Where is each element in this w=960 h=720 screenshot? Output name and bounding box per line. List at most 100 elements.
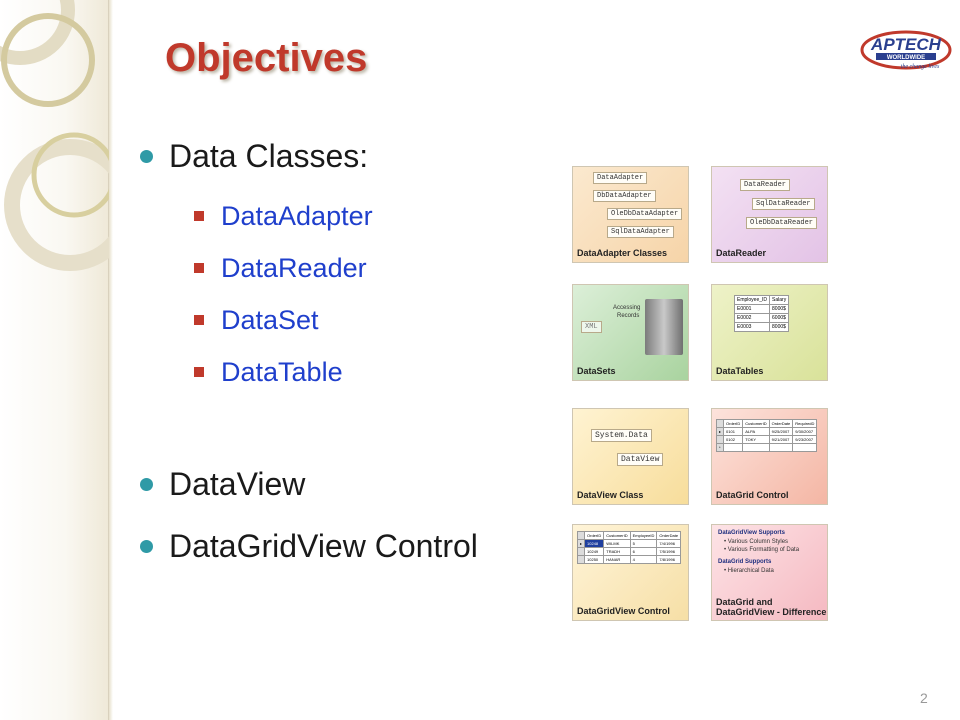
difference-item: • Various Column Styles bbox=[724, 539, 789, 545]
thumb-caption: DataGrid and DataGridView - Difference bbox=[716, 597, 827, 617]
table-cell: 9/21/2007 bbox=[768, 435, 794, 444]
table-cell: 5 bbox=[629, 539, 658, 548]
sub-bullet-dataset: DataSet bbox=[194, 294, 478, 346]
bullet-label: Data Classes: bbox=[169, 137, 369, 174]
thumb-caption: DataTables bbox=[716, 366, 764, 376]
thumb-caption: DataGridView Control bbox=[577, 606, 670, 616]
bullet-dot-icon bbox=[140, 149, 153, 163]
table-cell: TRADH bbox=[603, 547, 631, 556]
table-cell: 0102 bbox=[723, 435, 744, 444]
thumb-caption: DataGrid Control bbox=[716, 490, 789, 500]
class-box: OleDbDataReader bbox=[746, 217, 818, 229]
thumb-caption: DataView Class bbox=[577, 490, 644, 500]
table-header: CustomerID bbox=[603, 531, 631, 540]
table-header: OrderID bbox=[584, 531, 605, 540]
thumb-caption: DataReader bbox=[716, 248, 767, 258]
thumbnail-grid: DataAdapter DbDataAdapter OleDbDataAdapt… bbox=[572, 166, 828, 624]
bullet-dataview: DataView bbox=[140, 462, 478, 506]
svg-text:APTECH: APTECH bbox=[870, 35, 942, 54]
table-cell: E0003 bbox=[733, 322, 771, 332]
table-cell: 4 bbox=[629, 555, 658, 564]
sub-bullet-label: DataReader bbox=[221, 252, 367, 283]
svg-text:WORLDWIDE: WORLDWIDE bbox=[887, 55, 925, 61]
sub-bullet-datatable: DataTable bbox=[194, 346, 478, 398]
records-label: Records bbox=[617, 313, 640, 319]
class-box: DataReader bbox=[740, 179, 791, 191]
ring-decoration bbox=[0, 0, 112, 271]
table-cell: ALPA bbox=[742, 427, 770, 436]
bullet-datagridview-control: DataGridView Control bbox=[140, 524, 478, 568]
class-box: DataAdapter bbox=[593, 172, 648, 184]
table-cell: 10249 bbox=[584, 547, 605, 556]
sub-bullet-dataadapter: DataAdapter bbox=[194, 190, 478, 242]
difference-heading: DataGrid Supports bbox=[718, 559, 772, 565]
table-cell: 6 bbox=[629, 547, 658, 556]
page-number: 2 bbox=[920, 690, 928, 706]
sub-bullet-label: DataTable bbox=[221, 356, 343, 387]
square-bullet-icon bbox=[194, 315, 204, 325]
svg-text:the change lives: the change lives bbox=[901, 64, 940, 70]
square-bullet-icon bbox=[194, 367, 204, 377]
table-cell: 7/8/1996 bbox=[656, 555, 682, 564]
table-cell: E0002 bbox=[733, 313, 771, 323]
thumb-dataview-class: System.Data DataView DataView Class bbox=[572, 408, 689, 505]
server-icon bbox=[645, 299, 683, 355]
bullet-dot-icon bbox=[140, 477, 153, 491]
table-header: Employee_ID bbox=[733, 295, 771, 305]
class-box: OleDbDataAdapter bbox=[607, 208, 683, 220]
table-cell: 0101 bbox=[723, 427, 744, 436]
class-box: SqlDataAdapter bbox=[607, 226, 674, 238]
thumb-datareader: DataReader SqlDataReader OleDbDataReader… bbox=[711, 166, 828, 263]
table-header: Salary bbox=[769, 295, 790, 305]
sub-bullet-label: DataAdapter bbox=[221, 200, 373, 231]
table-cell: 9/25/2007 bbox=[768, 427, 794, 436]
bullet-data-classes: Data Classes: bbox=[140, 134, 478, 178]
left-decoration bbox=[0, 0, 113, 720]
table-header: EmployeeID bbox=[629, 531, 658, 540]
thumb-datagrid-difference: DataGridView Supports • Various Column S… bbox=[711, 524, 828, 621]
class-box: DataView bbox=[617, 453, 664, 466]
thumb-datasets: XML Accessing Records DataSets bbox=[572, 284, 689, 381]
thumb-caption: DataSets bbox=[577, 366, 616, 376]
table-cell: 9/23/2007 bbox=[792, 435, 818, 444]
difference-item: • Hierarchical Data bbox=[724, 568, 774, 574]
table-cell: TOKY bbox=[742, 435, 770, 444]
table-cell: 7/4/1996 bbox=[656, 539, 682, 548]
table-header: OrderDate bbox=[656, 531, 682, 540]
class-box: SqlDataReader bbox=[752, 198, 815, 210]
table-cell: E0001 bbox=[733, 304, 771, 314]
bullet-label: DataGridView Control bbox=[169, 527, 478, 564]
table-cell: 8000$ bbox=[769, 304, 790, 314]
xml-label: XML bbox=[581, 321, 602, 333]
sub-bullet-label: DataSet bbox=[221, 304, 319, 335]
objectives-list: Data Classes: DataAdapter DataReader Dat… bbox=[140, 134, 478, 568]
table-cell: 10250 bbox=[584, 555, 605, 564]
table-header: OrderDate bbox=[768, 419, 794, 428]
thumb-dataadapter-classes: DataAdapter DbDataAdapter OleDbDataAdapt… bbox=[572, 166, 689, 263]
square-bullet-icon bbox=[194, 211, 204, 221]
table-cell: WILMK bbox=[603, 539, 631, 548]
difference-heading: DataGridView Supports bbox=[718, 530, 785, 536]
table-header: OrderID bbox=[723, 419, 744, 428]
accessing-label: Accessing bbox=[613, 305, 641, 311]
table-cell: 9/30/2007 bbox=[792, 427, 818, 436]
table-header: RequiredD bbox=[792, 419, 818, 428]
table-cell: HANAR bbox=[603, 555, 631, 564]
aptech-logo: APTECH WORLDWIDE the change lives bbox=[860, 30, 952, 70]
sub-bullet-datareader: DataReader bbox=[194, 242, 478, 294]
table-cell: 6000$ bbox=[769, 313, 790, 323]
class-box: System.Data bbox=[591, 429, 652, 442]
bullet-label: DataView bbox=[169, 465, 306, 502]
table-cell: 8000$ bbox=[769, 322, 790, 332]
table-cell: 10248 bbox=[584, 539, 605, 548]
table-header: CustomerID bbox=[742, 419, 770, 428]
bullet-dot-icon bbox=[140, 539, 153, 553]
thumb-caption: DataAdapter Classes bbox=[577, 248, 668, 258]
slide-title: Objectives bbox=[165, 36, 368, 80]
